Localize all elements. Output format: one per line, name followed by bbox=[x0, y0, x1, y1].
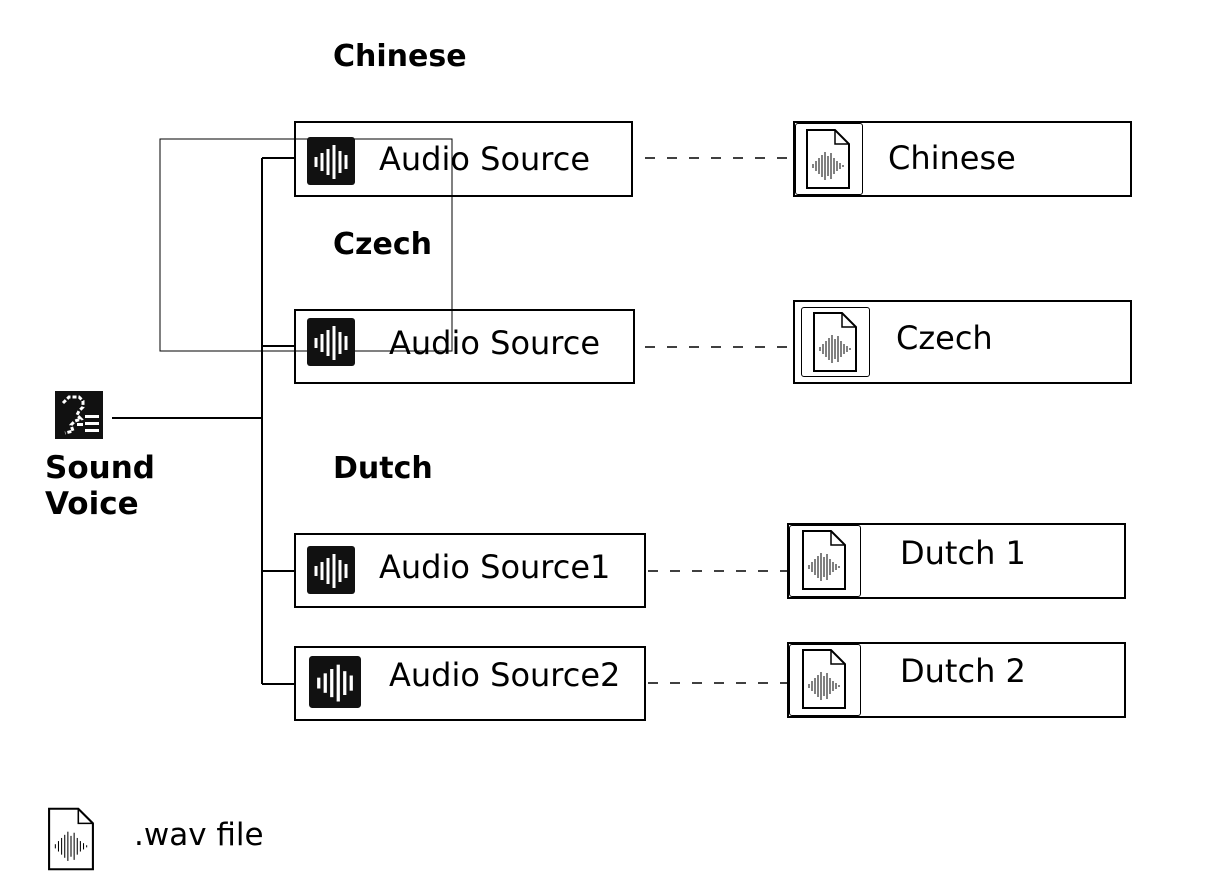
wav-file-icon bbox=[813, 312, 857, 372]
sound-voice-icon[interactable] bbox=[55, 391, 103, 439]
audio-source-dutch-1[interactable] bbox=[294, 533, 646, 608]
legend-label: .wav file bbox=[134, 817, 264, 853]
wav-file-icon bbox=[806, 129, 850, 189]
audio-source-icon bbox=[307, 137, 355, 185]
sound-voice-line1: Sound bbox=[45, 450, 155, 486]
file-icon-frame bbox=[789, 525, 861, 597]
file-label: Dutch 1 bbox=[900, 534, 1026, 572]
audio-source-icon bbox=[307, 318, 355, 366]
section-czech: Czech bbox=[333, 227, 432, 262]
audio-source-icon bbox=[307, 546, 355, 594]
file-label: Dutch 2 bbox=[900, 652, 1026, 690]
file-label: Czech bbox=[896, 319, 993, 357]
sound-voice-label: Sound Voice bbox=[45, 450, 155, 522]
selection-outline bbox=[159, 138, 453, 352]
wav-file-icon bbox=[802, 530, 846, 590]
section-dutch: Dutch bbox=[333, 451, 433, 486]
file-icon-frame bbox=[795, 123, 863, 195]
audio-source-czech[interactable] bbox=[294, 309, 635, 384]
audio-source-label: Audio Source bbox=[389, 324, 601, 362]
audio-source-label: Audio Source bbox=[379, 140, 591, 178]
audio-source-label: Audio Source1 bbox=[379, 548, 611, 586]
section-chinese: Chinese bbox=[333, 39, 467, 74]
file-dutch-2[interactable] bbox=[787, 642, 1126, 718]
file-icon-frame bbox=[789, 644, 861, 716]
file-label: Chinese bbox=[888, 139, 1016, 177]
legend-wav-file-icon bbox=[48, 807, 94, 871]
audio-source-dutch-2[interactable] bbox=[294, 646, 646, 721]
audio-source-label: Audio Source2 bbox=[389, 656, 621, 694]
sound-voice-line2: Voice bbox=[45, 486, 139, 522]
audio-source-chinese[interactable] bbox=[294, 121, 633, 197]
file-dutch-1[interactable] bbox=[787, 523, 1126, 599]
file-chinese[interactable] bbox=[793, 121, 1132, 197]
audio-source-icon bbox=[309, 656, 361, 708]
file-czech[interactable] bbox=[793, 300, 1132, 384]
wav-file-icon bbox=[802, 649, 846, 709]
file-icon-frame bbox=[801, 307, 870, 377]
